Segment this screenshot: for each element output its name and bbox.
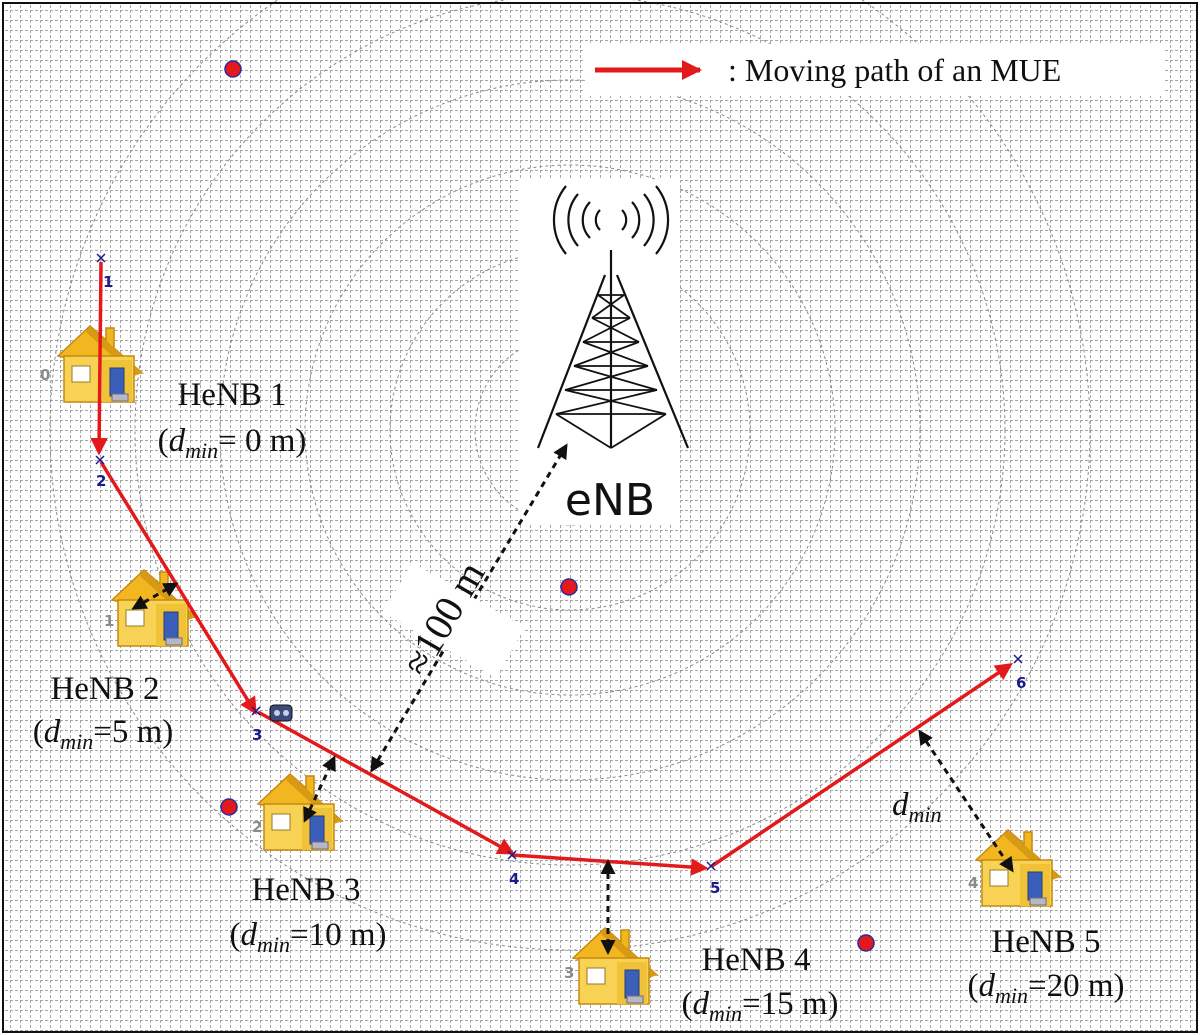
- tower-icon: [536, 185, 690, 449]
- mue-phone-icon: [269, 704, 293, 722]
- house-index-0: 0: [40, 366, 50, 384]
- waypoint-label: 5: [710, 879, 720, 897]
- red-dot-icon: [220, 60, 875, 952]
- henb1-dmin: (dmin= 0 m): [158, 423, 307, 463]
- distance-label-background: [383, 562, 525, 678]
- house-index-1: 1: [104, 612, 114, 630]
- henb2-name: HeNB 2: [50, 671, 159, 707]
- house-index-4: 4: [968, 874, 978, 892]
- henb3-dmin: (dmin=10 m): [229, 917, 386, 957]
- dmin-label: dmin: [892, 787, 942, 827]
- house-index-3: 3: [564, 964, 574, 982]
- henb5-dmin: (dmin=20 m): [967, 968, 1124, 1008]
- legend-text: : Moving path of an MUE: [728, 52, 1061, 88]
- waypoint-label: 4: [509, 870, 519, 888]
- henb4-name: HeNB 4: [701, 942, 810, 978]
- house-index-2: 2: [252, 818, 262, 836]
- henb1-name: HeNB 1: [177, 377, 286, 413]
- waypoints: [95, 253, 1023, 871]
- tower-background: [520, 180, 680, 525]
- waypoint-label: 2: [96, 472, 106, 490]
- enb-label: eNB: [565, 475, 655, 526]
- waypoint-label: 1: [103, 273, 113, 291]
- waypoint-label: 6: [1016, 674, 1026, 692]
- henb4-dmin: (dmin=15 m): [681, 986, 838, 1026]
- henb2-dmin: (dmin=5 m): [33, 714, 174, 754]
- waypoint-label: 3: [252, 726, 262, 744]
- henb5-name: HeNB 5: [991, 924, 1100, 960]
- henb3-name: HeNB 3: [251, 872, 360, 908]
